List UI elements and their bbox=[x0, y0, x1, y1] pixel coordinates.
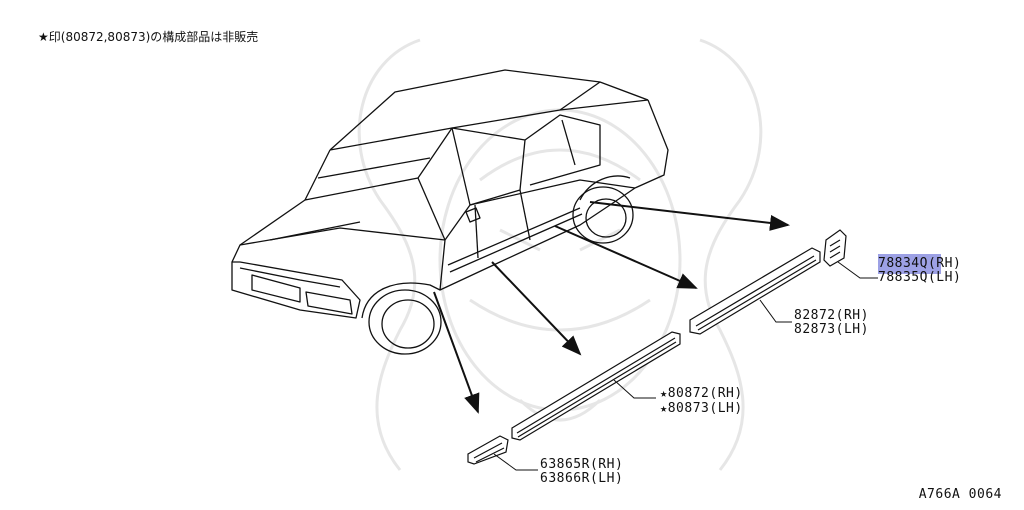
part-moulding-rear-door[interactable] bbox=[689, 247, 821, 335]
arrow-to-rear-moulding bbox=[554, 225, 698, 289]
part-label-group-p4[interactable]: 63865R(RH) 63866R(LH) bbox=[540, 458, 623, 486]
star-mark: ★ bbox=[660, 386, 668, 400]
part-mudguard-rear[interactable] bbox=[823, 229, 847, 267]
non-sale-note: ★印(80872,80873)の構成部品は非販売 bbox=[38, 28, 258, 45]
arrow-to-front-moulding bbox=[491, 261, 582, 356]
diagram-id: A766A 0064 bbox=[918, 487, 1002, 502]
part-label-group-p3[interactable]: ★80872(RH) ★80873(LH) bbox=[660, 386, 743, 416]
arrow-to-rear-mudguard bbox=[589, 201, 790, 231]
leader-lines bbox=[493, 261, 878, 471]
leader-p4 bbox=[493, 453, 538, 471]
car-outline bbox=[231, 69, 669, 355]
leader-p1 bbox=[837, 261, 878, 279]
part-moulding-front-door[interactable] bbox=[511, 331, 681, 441]
part-number-lh[interactable]: 82873(LH) bbox=[794, 322, 869, 337]
arrow-to-front-mudguard bbox=[433, 291, 480, 414]
part-label-group-p1[interactable]: 78834Q(RH) 78835Q(LH) bbox=[878, 257, 961, 285]
note-text: 印(80872,80873)の構成部品は非販売 bbox=[48, 30, 259, 44]
part-number-rh[interactable]: 80872(RH) bbox=[667, 386, 743, 401]
part-number-lh[interactable]: 80873(LH) bbox=[667, 401, 743, 416]
part-number-lh[interactable]: 63866R(LH) bbox=[540, 471, 624, 486]
part-label-group-p2[interactable]: 82872(RH) 82873(LH) bbox=[794, 309, 869, 337]
part-number-rh[interactable]: 63865R(RH) bbox=[540, 457, 624, 472]
part-number-lh[interactable]: 78835Q(LH) bbox=[878, 270, 962, 285]
star-mark: ★ bbox=[38, 30, 49, 44]
leader-p3 bbox=[613, 379, 656, 399]
leader-p2 bbox=[759, 299, 792, 323]
callout-arrows bbox=[433, 201, 790, 414]
part-number-rh[interactable]: 82872(RH) bbox=[794, 308, 869, 323]
part-number-highlight bbox=[878, 254, 941, 274]
star-mark: ★ bbox=[660, 401, 668, 415]
part-number-rh[interactable]: 78834Q(RH) bbox=[878, 256, 962, 271]
part-mudguard-front[interactable] bbox=[467, 435, 509, 465]
